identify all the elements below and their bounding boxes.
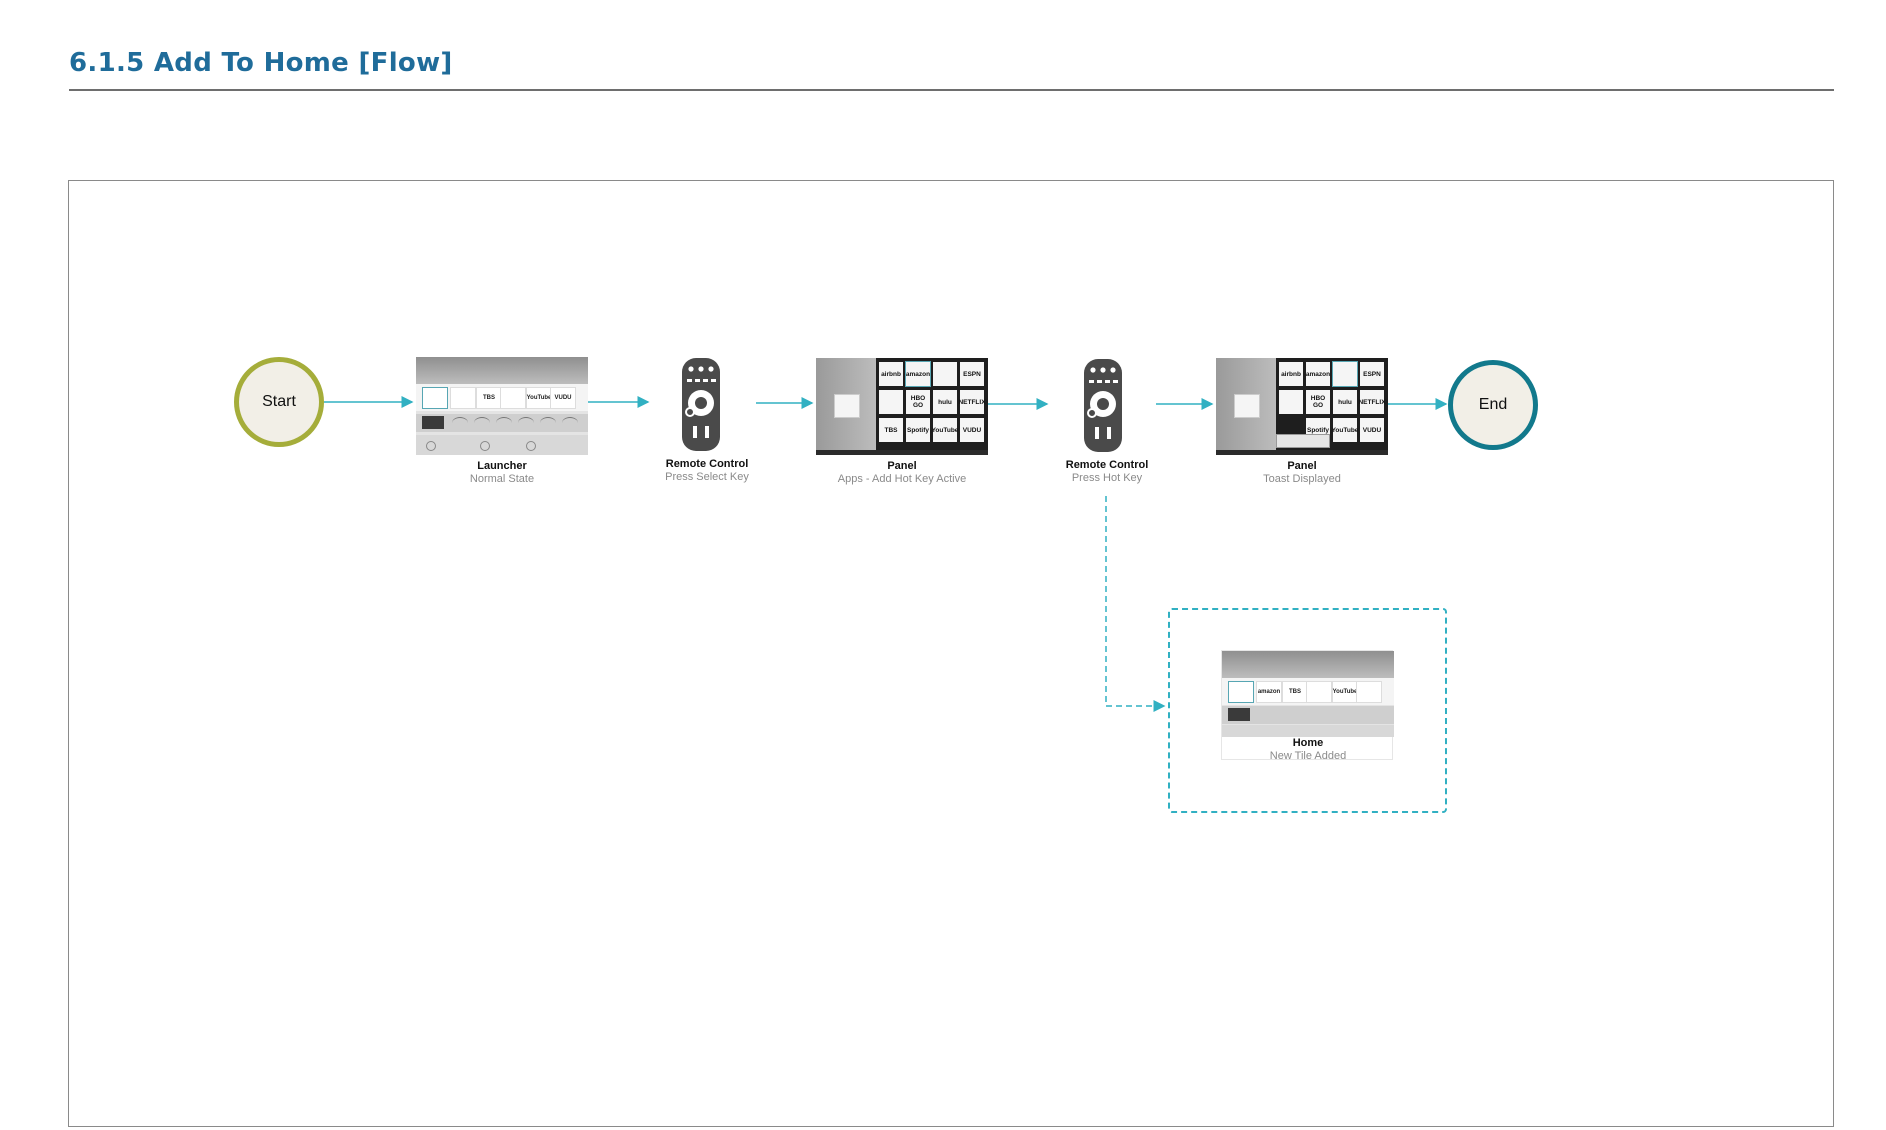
app-tile	[1279, 390, 1303, 414]
app-tile: VUDU	[1360, 418, 1384, 442]
panel1-focus-tile	[834, 394, 860, 418]
app-tile: HBO GO	[1306, 390, 1330, 414]
launcher-title: Launcher	[477, 460, 527, 472]
home-result-group	[1168, 608, 1447, 813]
home-preview	[1228, 708, 1250, 721]
remote2-title: Remote Control	[1065, 459, 1149, 471]
launcher-wave	[540, 417, 556, 429]
launcher-header	[416, 357, 588, 384]
panel1-caption: Panel Apps - Add Hot Key Active	[802, 460, 1002, 485]
app-tile: TBS	[879, 418, 903, 442]
launcher-tile	[500, 387, 526, 409]
arrow-remote2-to-home	[1105, 496, 1166, 712]
home-tile-row: amazon TBS YouTube	[1222, 678, 1394, 705]
remote-control-icon	[682, 358, 720, 451]
home-thumbnail: amazon TBS YouTube	[1222, 651, 1394, 737]
launcher-wave	[452, 417, 468, 429]
home-header	[1222, 651, 1394, 678]
launcher-wave	[496, 417, 512, 429]
home-tile: amazon	[1256, 681, 1282, 703]
home-footer	[1222, 725, 1394, 737]
app-tile	[1332, 361, 1358, 387]
launcher-icon	[480, 441, 490, 451]
panel2-subtitle: Toast Displayed	[1263, 473, 1341, 485]
app-tile: amazon	[1306, 362, 1330, 386]
app-tile: HBO GO	[906, 390, 930, 414]
remote-control-icon	[1084, 359, 1122, 452]
launcher-tile: VUDU	[550, 387, 576, 409]
home-tile	[1306, 681, 1332, 703]
home-tile: TBS	[1282, 681, 1308, 703]
panel2-hotkey-bar	[1216, 450, 1388, 455]
remote1-caption: Remote Control Press Select Key	[607, 458, 807, 483]
panel1-title: Panel	[887, 460, 917, 472]
remote1-subtitle: Press Select Key	[665, 471, 749, 483]
launcher-tile	[422, 387, 448, 409]
launcher-tile: TBS	[476, 387, 502, 409]
launcher-subtitle: Normal State	[469, 473, 535, 485]
home-content-strip	[1222, 706, 1394, 724]
start-node: Start	[234, 357, 324, 447]
title-divider	[69, 89, 1834, 91]
launcher-wave	[562, 417, 578, 429]
launcher-preview	[422, 416, 444, 429]
app-tile: Spotify	[906, 418, 930, 442]
launcher-wave	[518, 417, 534, 429]
app-tile: hulu	[933, 390, 957, 414]
home-tile: YouTube	[1332, 681, 1358, 703]
panel2-focus-tile	[1234, 394, 1260, 418]
app-tile	[879, 390, 903, 414]
end-label: End	[1478, 396, 1508, 413]
launcher-tile	[450, 387, 476, 409]
launcher-tile-row: TBS YouTube VUDU	[416, 384, 588, 411]
home-title: Home	[1292, 737, 1324, 749]
launcher-thumbnail: TBS YouTube VUDU	[416, 357, 588, 455]
page-title: 6.1.5 Add To Home [Flow]	[69, 48, 453, 78]
app-tile: YouTube	[932, 418, 958, 442]
app-tile: amazon	[905, 361, 931, 387]
launcher-icon	[526, 441, 536, 451]
app-tile: hulu	[1333, 390, 1357, 414]
app-tile: YouTube	[1332, 418, 1358, 442]
panel1-subtitle: Apps - Add Hot Key Active	[837, 473, 967, 485]
launcher-icon	[426, 441, 436, 451]
home-subtitle: New Tile Added	[1269, 750, 1347, 762]
panel2-title: Panel	[1287, 460, 1317, 472]
panel1-app-grid: airbnb amazon ESPN HBO GO hulu NETFLIX T…	[876, 358, 988, 450]
app-tile: airbnb	[1279, 362, 1303, 386]
launcher-footer	[416, 435, 588, 455]
app-tile	[933, 362, 957, 386]
panel1-thumbnail: airbnb amazon ESPN HBO GO hulu NETFLIX T…	[816, 358, 988, 455]
app-tile: VUDU	[960, 418, 984, 442]
launcher-tile: YouTube	[526, 387, 552, 409]
home-tile	[1228, 681, 1254, 703]
app-tile: NETFLIX	[958, 390, 986, 414]
app-tile: ESPN	[960, 362, 984, 386]
diagram-frame	[68, 180, 1834, 1127]
remote1-title: Remote Control	[665, 458, 749, 470]
start-label: Start	[262, 393, 296, 410]
home-new-tile	[1356, 681, 1382, 703]
panel2-thumbnail: airbnb amazon ESPN HBO GO hulu NETFLIX S…	[1216, 358, 1388, 455]
remote2-caption: Remote Control Press Hot Key	[1007, 459, 1207, 484]
app-tile: ESPN	[1360, 362, 1384, 386]
home-card: amazon TBS YouTube Home New Tile Added	[1221, 650, 1394, 762]
home-caption: Home New Tile Added	[1208, 737, 1408, 762]
panel1-hotkey-bar	[816, 450, 988, 455]
launcher-caption: Launcher Normal State	[402, 460, 602, 485]
remote2-subtitle: Press Hot Key	[1071, 472, 1143, 484]
panel2-caption: Panel Toast Displayed	[1202, 460, 1402, 485]
app-tile: NETFLIX	[1358, 390, 1386, 414]
panel2-toast	[1276, 434, 1330, 448]
app-tile: airbnb	[879, 362, 903, 386]
launcher-wave	[474, 417, 490, 429]
end-node: End	[1448, 360, 1538, 450]
